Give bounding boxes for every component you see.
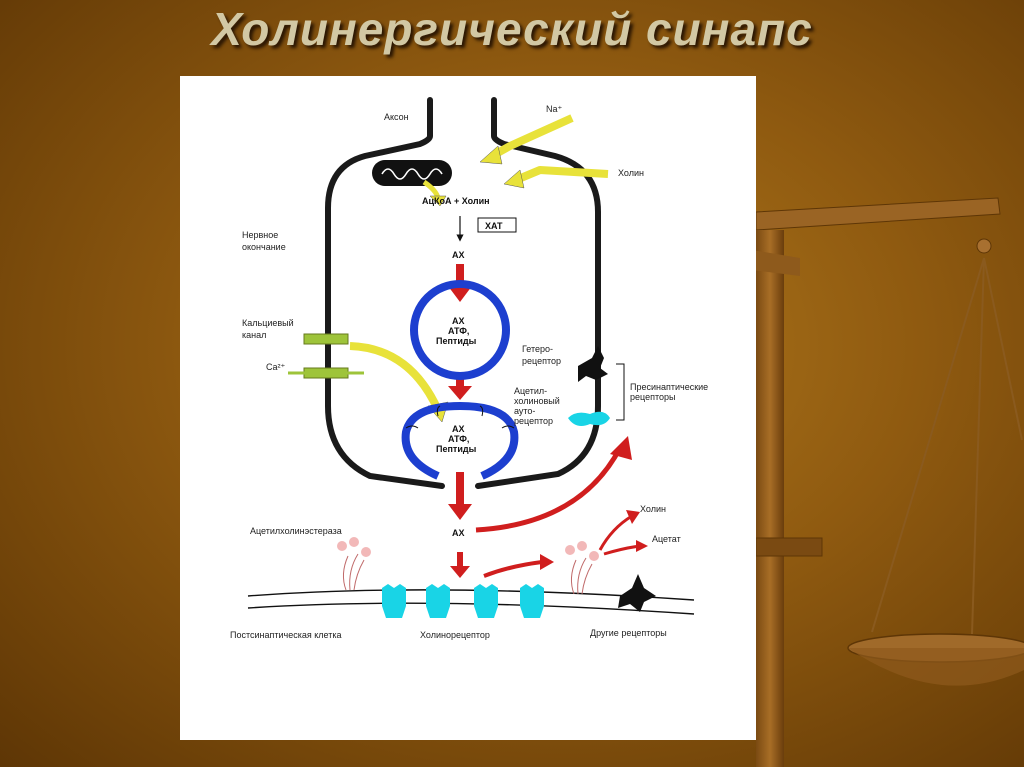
- label-choline-out: Холин: [640, 504, 666, 514]
- scales-pillar: [756, 230, 784, 767]
- mitochondrion-cristae: [381, 168, 443, 180]
- label-ach-top: АХ: [452, 250, 465, 260]
- synaptic-vesicle: [410, 280, 510, 380]
- label-na: Na⁺: [546, 104, 563, 114]
- receptor-release-arrow: [483, 560, 543, 578]
- choline-product-arrow: [598, 514, 633, 551]
- ach-release-arrow: [456, 472, 464, 504]
- scales-chain-mid: [971, 257, 985, 635]
- ach-load-arrowhead: [448, 286, 472, 302]
- calcium-channel-upper: [303, 333, 349, 345]
- label-vesicle1-atp: АТФ,: [448, 326, 469, 336]
- label-auto-2: холиновый: [514, 396, 560, 406]
- vesicle-tether-right: [501, 425, 515, 429]
- label-auto-3: ауто-: [514, 406, 535, 416]
- label-vesicle1-ach: АХ: [452, 316, 465, 326]
- label-axon: Аксон: [384, 112, 409, 122]
- scales-chain-left: [871, 257, 985, 633]
- sodium-influx-arrowhead: [479, 145, 503, 165]
- chat-enzyme-box: [477, 217, 517, 233]
- other-receptor: [618, 574, 656, 612]
- label-nerve-ending-1: Нервное: [242, 230, 278, 240]
- scales-pillar-ring: [755, 537, 823, 557]
- label-vesicle2-atp: АТФ,: [448, 434, 469, 444]
- cholinoreceptor-4: [520, 584, 544, 618]
- autoreceptor-feedback-arrowhead: [610, 436, 632, 460]
- calcium-influx-arrow: [349, 342, 442, 412]
- scales-pivot: [976, 238, 992, 254]
- vesicle-tether-left: [405, 425, 419, 429]
- nerve-terminal-membrane-right: [475, 97, 601, 489]
- ach-postsynaptic-arrow: [457, 552, 463, 566]
- vesicle-tether-top-right: [479, 405, 484, 417]
- cholinesterase-right: [565, 541, 599, 595]
- presynaptic-bracket: [616, 363, 625, 421]
- label-ach-cleft: АХ: [452, 528, 465, 538]
- label-presynaptic-1: Пресинаптические: [630, 382, 708, 392]
- label-acetyl-coa: АцКоА + Холин: [422, 196, 490, 206]
- ach-load-arrow: [456, 264, 464, 286]
- ach-release-arrowhead: [448, 504, 472, 520]
- ach-postsynaptic-arrowhead: [450, 566, 470, 578]
- label-presynaptic-2: рецепторы: [630, 392, 675, 402]
- label-vesicle1-peptides: Пептиды: [436, 336, 477, 346]
- label-auto-4: рецептор: [514, 416, 553, 426]
- postsynaptic-membrane-lower: [247, 602, 695, 615]
- label-acetate: Ацетат: [652, 534, 681, 544]
- choline-uptake-arrow: [514, 166, 609, 184]
- label-ca: Ca²⁺: [266, 362, 286, 372]
- cholinesterase-left: [337, 537, 371, 591]
- mitochondrion: [372, 160, 452, 186]
- label-chat: ХАТ: [485, 221, 503, 231]
- nerve-terminal-membrane-left: [325, 97, 445, 489]
- synapse-diagram: Аксон Na⁺ Холин АцКоА + Холин ХАТ Нервно…: [180, 76, 756, 740]
- label-vesicle2-peptides: Пептиды: [436, 444, 477, 454]
- label-auto-1: Ацетил-: [514, 386, 547, 396]
- acetate-product-arrow: [603, 544, 641, 556]
- vesicle-transport-arrowhead: [448, 386, 472, 400]
- receptor-release-arrowhead: [540, 554, 554, 570]
- acetyl-coa-arrowhead: [429, 195, 447, 207]
- scales-pillar-cap: [752, 250, 800, 276]
- synapse-diagram-svg: Аксон Na⁺ Холин АцКоА + Холин ХАТ Нервно…: [230, 97, 708, 640]
- autoreceptor: [568, 411, 610, 426]
- label-nerve-ending-2: окончание: [242, 242, 286, 252]
- label-cholinoreceptor: Холинорецептор: [420, 630, 490, 640]
- choline-product-arrowhead: [626, 510, 640, 524]
- label-hetero-2: рецептор: [522, 356, 561, 366]
- vesicle-tether-top-left: [436, 405, 441, 417]
- label-hetero-1: Гетеро-: [522, 344, 553, 354]
- label-calcium-channel-1: Кальциевый: [242, 318, 294, 328]
- scales-pan-bowl: [848, 648, 1024, 686]
- label-postsynaptic-cell: Постсинаптическая клетка: [230, 630, 342, 640]
- cholinoreceptor-3: [474, 584, 498, 618]
- autoreceptor-feedback-arrow: [475, 446, 623, 533]
- scales-beam: [755, 197, 1001, 231]
- cholinoreceptor-2: [426, 584, 450, 618]
- heteroreceptor: [578, 346, 608, 382]
- acetate-product-arrowhead: [636, 540, 648, 552]
- choline-uptake-arrowhead: [503, 169, 525, 189]
- cholinoreceptor-1: [382, 584, 406, 618]
- fusing-vesicle: [401, 401, 519, 480]
- slide-title: Холинергический синапс: [211, 3, 813, 55]
- label-calcium-channel-2: канал: [242, 330, 266, 340]
- label-choline-in: Холин: [618, 168, 644, 178]
- scales-chain-right: [983, 257, 1023, 441]
- label-cholinesterase: Ацетилхолинэстераза: [250, 526, 342, 536]
- label-vesicle2-ach: АХ: [452, 424, 465, 434]
- label-other-receptors: Другие рецепторы: [590, 628, 667, 638]
